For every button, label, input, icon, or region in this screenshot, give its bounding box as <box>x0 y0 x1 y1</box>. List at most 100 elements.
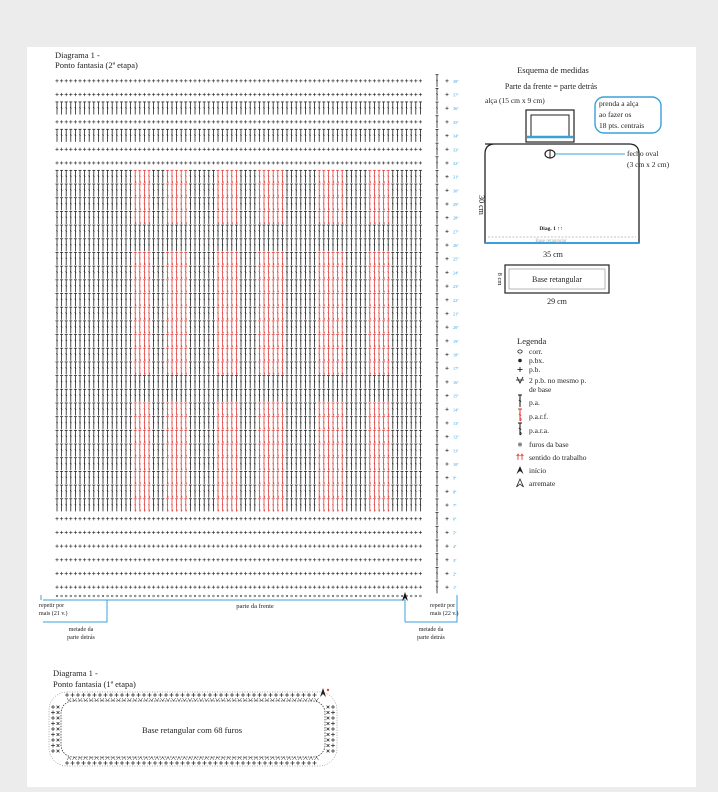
legend-label: p.a.r.f. <box>529 412 548 421</box>
row-label: 24ª <box>453 270 459 275</box>
row-label: 12ª <box>453 435 459 440</box>
handle-note-bubble <box>594 96 662 134</box>
legend-item-slip: p.bx. <box>518 356 544 365</box>
repeat-left-label: repetir por <box>39 603 64 609</box>
legend-item-sc2: 2 p.b. no mesmo p.de base <box>516 376 586 394</box>
row-label: 17ª <box>453 366 459 371</box>
legend-title: Legenda <box>517 336 546 346</box>
legend-item-arrows: sentido do trabalho <box>516 453 587 462</box>
legend-label: 2 p.b. no mesmo p. <box>529 376 586 385</box>
diagram1-title-2: Ponto fantasia (1ª etapa) <box>53 679 136 689</box>
row-label: 28ª <box>453 216 459 221</box>
legend-label: p.a. <box>529 398 540 407</box>
front-label: parte da frente <box>236 603 274 610</box>
row-label: 6ª <box>453 517 457 522</box>
legend-item-dc: p.a. <box>518 394 540 407</box>
legend-label: corr. <box>529 347 543 356</box>
height-label: 30 cm <box>477 195 486 216</box>
legend-item-sc: p.b. <box>517 365 540 374</box>
measures-subtitle: Parte da frente = parte detrás <box>505 82 597 91</box>
legend-label: furos da base <box>529 440 569 449</box>
row-label: 31ª <box>453 175 459 180</box>
diag-label: Diag. 1 ↑↑ <box>539 226 563 232</box>
bag-handle <box>525 109 575 143</box>
repeat-brackets <box>40 595 458 623</box>
row-label: 37ª <box>453 93 459 98</box>
row-label: 38ª <box>453 79 459 84</box>
diagram2-title-2: Ponto fantasia (2ª etapa) <box>55 60 138 70</box>
row-label: 21ª <box>453 311 459 316</box>
row-label: 1ª <box>453 585 457 590</box>
legend-list: corr.p.bx.p.b. 2 p.b. no mesmo p.de base p… <box>516 347 587 488</box>
legend-item-hole: furos da base <box>518 440 569 449</box>
legend-label: p.a.r.a. <box>529 426 549 435</box>
legend-label: p.b. <box>529 365 540 374</box>
row-label: 14ª <box>453 407 459 412</box>
row-label: 7ª <box>453 503 457 508</box>
repeat-right-label: repetir por <box>430 603 455 609</box>
row-label: 4ª <box>453 544 457 549</box>
legend-label: sentido do trabalho <box>529 453 587 462</box>
legend-label: p.bx. <box>529 356 544 365</box>
row-label: 20ª <box>453 325 459 330</box>
legend-item-fpdc: p.a.r.f. <box>518 408 548 422</box>
diagram2-title-1: Diagrama 1 - <box>55 50 100 60</box>
row-label: 15ª <box>453 394 459 399</box>
row-label: 16ª <box>453 380 459 385</box>
base-rect-label: Base retangular <box>532 275 582 284</box>
row-label: 13ª <box>453 421 459 426</box>
row-label: 34ª <box>453 134 459 139</box>
row-label: 18ª <box>453 353 459 358</box>
row-label: 27ª <box>453 229 459 234</box>
row-label: 32ª <box>453 161 459 166</box>
repeat-left-label-2: mais (21 v.) <box>39 610 67 617</box>
row-label: 5ª <box>453 530 457 535</box>
row-label: 26ª <box>453 243 459 248</box>
legend-item-bpdc: p.a.r.a. <box>518 422 549 436</box>
row-label: 19ª <box>453 339 459 344</box>
pattern-sheet: Diagrama 1 - Ponto fantasia (2ª etapa) 1… <box>27 47 696 787</box>
legend-item-start: início <box>516 466 546 475</box>
half-back-left-2: parte detrás <box>67 635 95 641</box>
base-chart-center-label: Base retangular com 68 furos <box>142 725 242 735</box>
pattern-drawing: Diagrama 1 - Ponto fantasia (2ª etapa) 1… <box>39 50 670 767</box>
legend-label: início <box>529 466 546 475</box>
width-label: 35 cm <box>543 250 564 259</box>
legend-label-2: de base <box>529 385 552 394</box>
row-label: 33ª <box>453 147 459 152</box>
clasp-label-2: (3 cm x 2 cm) <box>627 160 670 169</box>
diag-base-faint: Base retangular <box>535 239 567 244</box>
row-label: 11ª <box>453 448 459 453</box>
row-label: 3ª <box>453 558 457 563</box>
stitch-grid <box>55 74 449 598</box>
half-back-right-1: metade da <box>419 627 444 633</box>
row-label: 29ª <box>453 202 459 207</box>
base-height-label: 8 cm <box>496 273 503 286</box>
base-width-label: 29 cm <box>547 297 568 306</box>
handle-note-2: ao fazer os <box>599 110 632 119</box>
row-label: 25ª <box>453 257 459 262</box>
clasp-label-1: fecho oval <box>627 149 658 158</box>
half-back-right-2: parte detrás <box>417 635 445 641</box>
base-rectangle-chart <box>48 688 338 767</box>
legend-item-end: arremate <box>516 478 556 488</box>
row-label: 22ª <box>453 298 459 303</box>
handle-note-1: prenda a alça <box>599 99 639 108</box>
row-number-labels: 1ª2ª3ª4ª5ª6ª7ª8ª9ª10ª11ª12ª13ª14ª15ª16ª1… <box>453 79 459 590</box>
handle-note-3: 18 pts. centrais <box>599 121 644 130</box>
row-label: 2ª <box>453 571 457 576</box>
row-label: 36ª <box>453 106 459 111</box>
measures-title: Esquema de medidas <box>517 65 589 75</box>
handle-label: alça (15 cm x 9 cm) <box>485 96 545 105</box>
legend-label: arremate <box>529 479 556 488</box>
row-label: 35ª <box>453 120 459 125</box>
diagram1-title-1: Diagrama 1 - <box>53 668 98 678</box>
legend-item-chain: corr. <box>517 347 543 356</box>
repeat-right-label-2: mais (22 v.) <box>430 610 458 617</box>
row-label: 23ª <box>453 284 459 289</box>
start-arrow-icon <box>402 592 408 601</box>
row-label: 30ª <box>453 188 459 193</box>
row-label: 10ª <box>453 462 459 467</box>
half-back-left-1: metade da <box>69 627 94 633</box>
row-label: 8ª <box>453 489 457 494</box>
